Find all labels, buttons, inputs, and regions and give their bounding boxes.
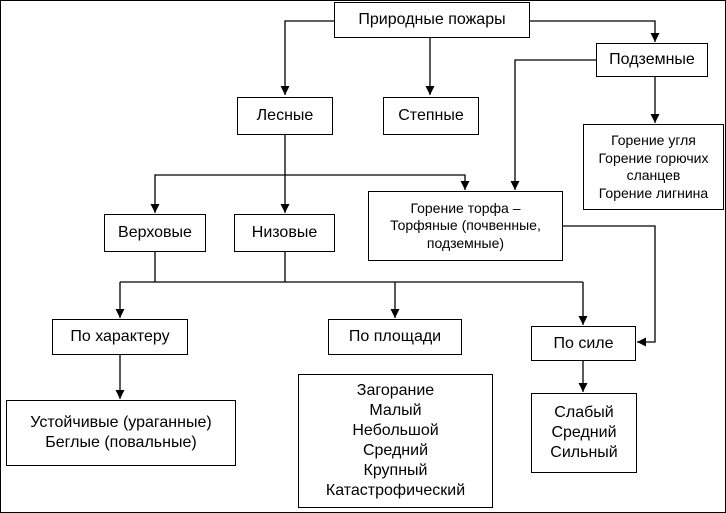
node-line: По характеру <box>70 328 170 345</box>
node-peat-fires: Горение торфа – Торфяные (почвенные, под… <box>368 191 563 261</box>
node-line: Загорание <box>356 382 435 399</box>
edge-forest-crown <box>150 174 285 213</box>
node-steppe-fires-lines: Степные <box>398 106 464 126</box>
edge-forest-peat <box>285 174 470 190</box>
node-line: Верховые <box>118 224 192 241</box>
node-area-types: Загорание Малый Небольшой Средний Крупны… <box>298 374 493 508</box>
node-line: Подземные <box>609 51 695 68</box>
node-line: сланцев <box>626 167 681 183</box>
node-crown-fires-lines: Верховые <box>118 223 192 243</box>
node-character-types-lines: Устойчивые (ураганные) Беглые (повальные… <box>30 413 211 453</box>
edge-underground-peat <box>510 59 596 190</box>
node-by-strength: По силе <box>531 326 636 361</box>
node-line: Средний <box>362 442 429 459</box>
node-natural-fires-lines: Природные пожары <box>358 10 505 30</box>
node-by-area: По площади <box>328 319 462 355</box>
node-area-types-lines: Загорание Малый Небольшой Средний Крупны… <box>326 381 465 501</box>
node-peat-fires-lines: Горение торфа – Торфяные (почвенные, под… <box>390 200 541 253</box>
node-line: Крупный <box>363 462 428 479</box>
node-coal-shale-lignite: Горение угля Горение горючих сланцев Гор… <box>583 124 724 210</box>
node-by-character: По характеру <box>52 319 188 355</box>
node-forest-fires-lines: Лесные <box>257 106 314 126</box>
node-line: Горение лигнина <box>598 184 709 201</box>
node-line: Небольшой <box>352 422 439 439</box>
node-character-types: Устойчивые (ураганные) Беглые (повальные… <box>6 400 236 466</box>
edge-peat-strength <box>563 225 656 347</box>
node-line: Торфяные (почвенные, <box>390 217 541 234</box>
node-line: Беглые (повальные) <box>45 434 197 451</box>
node-steppe-fires: Степные <box>383 97 479 135</box>
node-line: По площади <box>348 328 442 345</box>
node-line: Устойчивые (ураганные) <box>30 414 212 431</box>
node-line: По силе <box>553 334 614 352</box>
node-line: Слабый <box>554 404 614 421</box>
node-ground-fires-lines: Низовые <box>252 223 317 243</box>
node-natural-fires: Природные пожары <box>334 2 530 38</box>
node-line: Малый <box>369 402 422 419</box>
edge-root-forest <box>280 20 334 95</box>
node-line: Природные пожары <box>358 11 506 28</box>
node-coal-shale-lignite-lines: Горение угля Горение горючих сланцев Гор… <box>599 132 709 202</box>
node-forest-fires: Лесные <box>237 97 333 135</box>
node-line: Лесные <box>256 107 314 124</box>
node-line: Горение торфа – <box>410 199 521 216</box>
node-line: Средний <box>551 424 617 441</box>
node-by-character-lines: По характеру <box>70 327 169 347</box>
node-line: Катастрофический <box>325 482 466 499</box>
edge-root-underground <box>530 20 660 42</box>
node-underground-fires: Подземные <box>596 43 708 77</box>
node-line: Низовые <box>251 224 318 241</box>
node-crown-fires: Верховые <box>104 214 206 252</box>
node-line: Степные <box>398 107 464 124</box>
node-line: Горение угля <box>611 132 696 148</box>
node-by-strength-lines: По силе <box>553 334 613 354</box>
node-underground-fires-lines: Подземные <box>609 50 695 70</box>
node-strength-types: Слабый Средний Сильный <box>531 393 637 473</box>
node-line: подземные) <box>426 234 505 251</box>
node-strength-types-lines: Слабый Средний Сильный <box>550 403 617 463</box>
node-line: Сильный <box>550 444 618 461</box>
node-line: Горение горючих <box>598 149 709 166</box>
node-by-area-lines: По площади <box>349 327 441 347</box>
node-ground-fires: Низовые <box>234 214 335 252</box>
